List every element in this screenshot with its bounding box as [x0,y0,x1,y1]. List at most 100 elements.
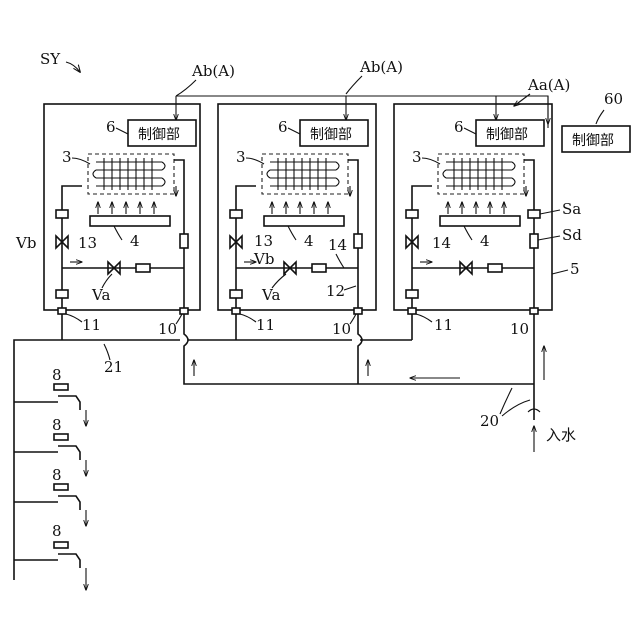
system-arrow [66,62,80,72]
unit-right-port-bottom [406,290,418,298]
unit-right-sa-leader [540,210,560,214]
unit-right-controller-text: 制御部 [486,127,528,143]
unit-right-11-leader [416,314,432,322]
unit-left-burner [90,216,170,226]
unit-middle-flame-arrows [272,202,328,214]
unit-middle-outlet-fitting [232,308,240,314]
unit-right-outlet-fitting [408,308,416,314]
unit-middle-14-leader [336,254,344,268]
heater-unit-middle: 制御部 6 3 4 [218,104,376,314]
unit-middle-burner [264,216,344,226]
unit-right-hx-coil [443,158,515,190]
unit-right-sd: Sd [562,226,582,244]
unit-left-burner-ref: 4 [130,232,140,250]
unit-left-10-leader [176,314,182,324]
system-label: SY [40,50,61,68]
tap-1 [14,384,86,426]
unit-middle-controller-ref: 6 [278,118,288,136]
unit-middle-inlet-fitting [354,308,362,314]
unit-left-port-bottom [56,290,68,298]
unit-middle-hx-coil [267,158,339,190]
tap-3-ref: 8 [52,466,62,484]
unit-left-flame-arrows [98,202,154,214]
unit-middle-13: 13 [254,232,273,250]
unit-right-5: 5 [570,260,580,278]
external-controller-text: 制御部 [572,133,614,149]
water-in-label: 入水 [546,426,576,444]
unit-middle-burner-leader [288,226,296,240]
unit-left-sensor [180,234,188,248]
unit-middle-hx-ref: 3 [236,148,246,166]
heater-unit-left: 制御部 6 3 4 [15,104,200,314]
unit-middle-hx-outline [262,154,348,194]
unit-right-burner [440,216,520,226]
hot-pipe-ref: 21 [104,358,123,376]
unit-middle-port-top [230,210,242,218]
unit-left-label: Ab(A) [191,62,235,80]
unit-middle-controller-text: 制御部 [310,127,352,143]
unit-middle-va: Va [261,286,280,304]
unit-middle-leader [346,76,362,94]
unit-left-hx-leader [72,158,90,164]
unit-left-inlet-fitting [180,308,188,314]
unit-middle-hx-leader [246,158,264,164]
unit-middle-label: Ab(A) [359,58,403,76]
unit-left-controller-ref: 6 [106,118,116,136]
unit-middle-11: 11 [256,316,275,334]
unit-left-11-leader [66,314,82,322]
unit-right-sensor-sa [528,210,540,218]
unit-middle-controller-leader [288,128,300,134]
unit-middle-port-bottom [230,290,242,298]
unit-middle-12-leader [344,286,356,290]
hot-water-header [14,340,412,580]
unit-left-port-top [56,210,68,218]
unit-left-vb: Vb [15,234,36,252]
unit-right-hx-outline [438,154,524,194]
unit-middle-11-leader [240,314,256,322]
unit-right-11: 11 [434,316,453,334]
tap-4-ref: 8 [52,522,62,540]
unit-left-controller-leader [116,128,128,134]
tap-1-ref: 8 [52,366,62,384]
unit-middle-14: 14 [328,236,347,254]
supply-pipe-leader-2 [502,400,530,416]
tap-2 [14,434,86,476]
tap-3 [14,484,86,526]
unit-left-va: Va [91,286,110,304]
unit-right-controller-leader [464,128,476,134]
unit-right-flame-arrows [448,202,504,214]
unit-right-hx-ref: 3 [412,148,422,166]
unit-left-13: 13 [78,234,97,252]
unit-left-burner-leader [114,226,122,240]
unit-right-burner-leader [464,226,472,240]
unit-left-controller-text: 制御部 [138,127,180,143]
unit-right-port-top [406,210,418,218]
unit-middle-burner-ref: 4 [304,232,314,250]
unit-left-11: 11 [82,316,101,334]
external-controller-ref: 60 [604,90,623,108]
unit-middle-vb: Vb [253,250,274,268]
unit-right-sa: Sa [562,200,581,218]
tap-4 [14,542,86,590]
unit-right-sensor [530,234,538,248]
unit-right-label: Aa(A) [527,76,570,94]
unit-right-5-leader [552,270,568,274]
unit-middle-10: 10 [332,320,351,338]
unit-middle-10-leader [350,314,356,324]
unit-left-10: 10 [158,320,177,338]
unit-left-outlet-fitting [58,308,66,314]
unit-middle-12: 12 [326,282,345,300]
unit-right-controller-ref: 6 [454,118,464,136]
heater-unit-right: 制御部 6 3 4 [394,104,552,314]
unit-right-14: 14 [432,234,451,252]
tap-2-ref: 8 [52,416,62,434]
unit-left-leader [176,80,196,96]
unit-right-sd-leader [538,236,560,240]
unit-right-inlet-fitting [530,308,538,314]
unit-left-hx-outline [88,154,174,194]
external-controller-leader [596,110,604,124]
unit-middle-sensor [354,234,362,248]
unit-left-hx-ref: 3 [62,148,72,166]
unit-right-burner-ref: 4 [480,232,490,250]
